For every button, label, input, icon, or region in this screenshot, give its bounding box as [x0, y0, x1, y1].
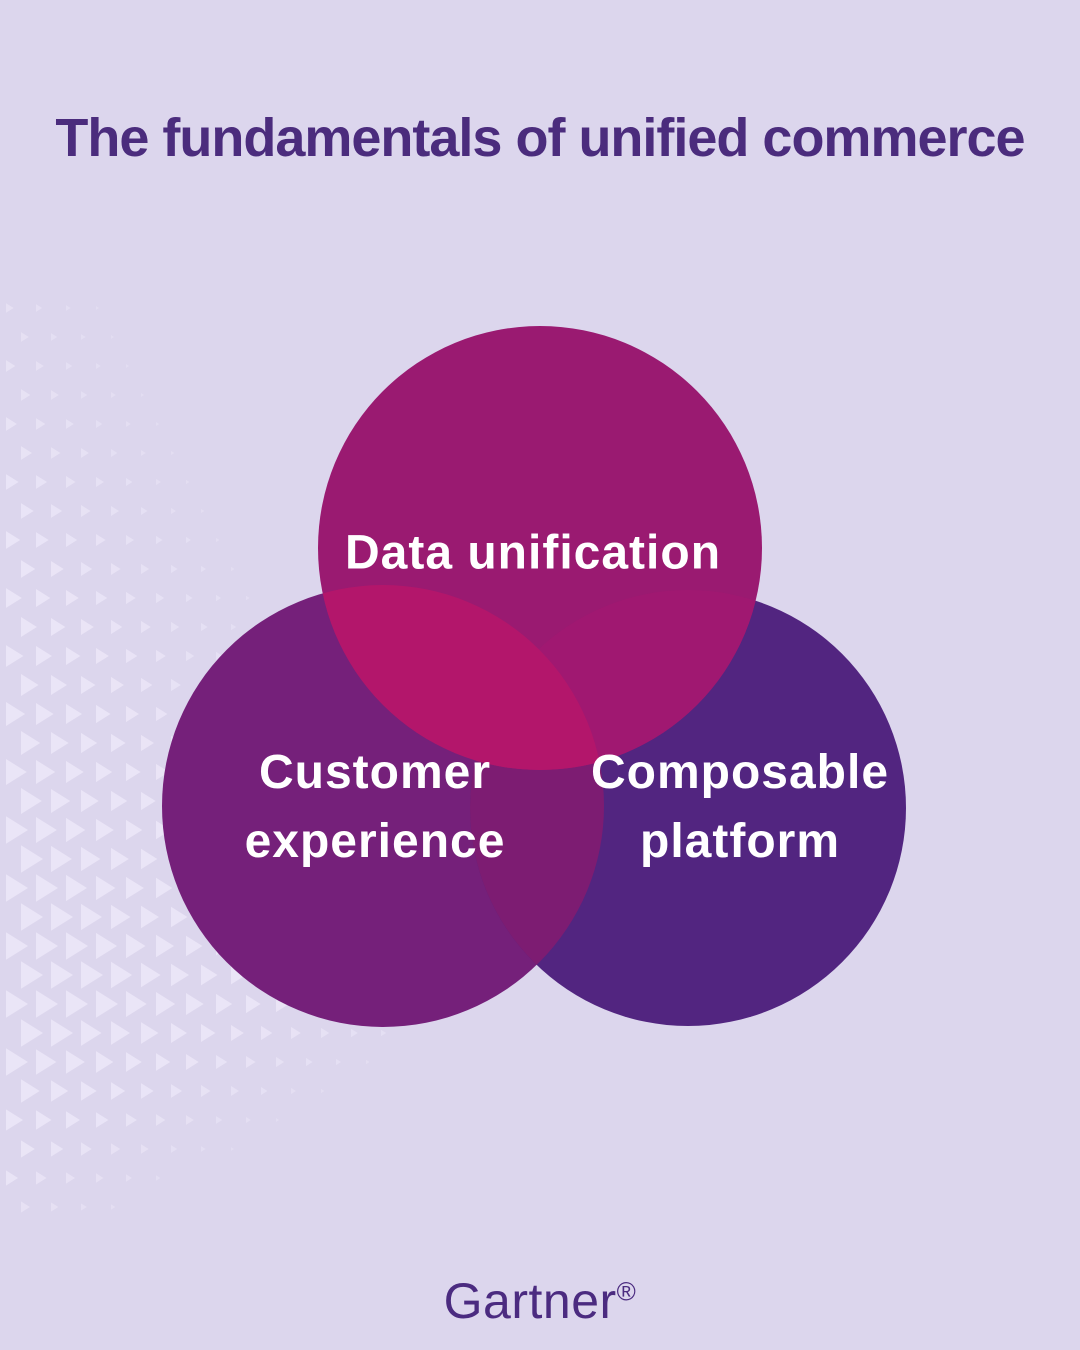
venn-label-composable-platform: Composable platform: [591, 738, 889, 876]
venn-overlap-top-left: [318, 585, 604, 770]
gartner-wordmark: Gartner: [443, 1273, 617, 1329]
venn-label-customer-experience: Customer experience: [245, 738, 506, 876]
venn-label-line: experience: [244, 815, 506, 868]
venn-label-data-unification: Data unification: [345, 519, 721, 588]
registered-mark: ®: [616, 1276, 637, 1307]
venn-label-line: Composable: [590, 746, 890, 799]
gartner-logo: Gartner®: [0, 1272, 1080, 1330]
venn-overlap-top-right: [470, 590, 762, 770]
venn-label-line: platform: [639, 815, 840, 868]
page-title: The fundamentals of unified commerce: [55, 108, 1025, 168]
venn-label-line: Customer: [258, 746, 492, 799]
venn-label-line: Data unification: [344, 526, 722, 580]
